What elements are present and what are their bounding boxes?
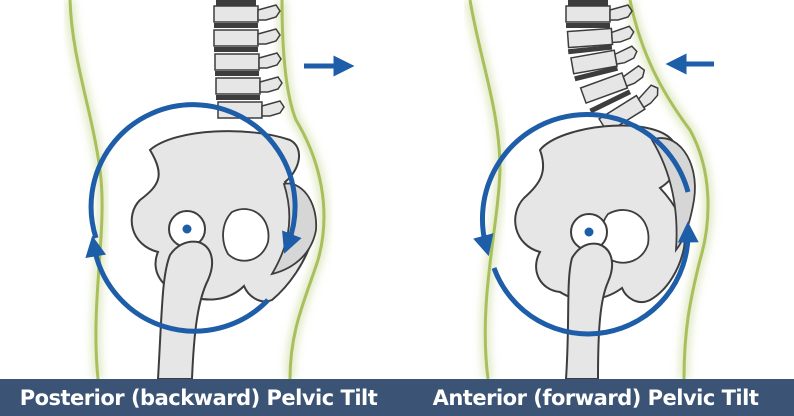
lumbar-spine-left <box>213 0 285 119</box>
counterclockwise-circular-arrow-icon <box>473 111 691 257</box>
pelvis-left <box>130 130 317 379</box>
posterior-tilt-caption: Posterior (backward) Pelvic Tilt <box>19 385 378 410</box>
posterior-tilt-figure <box>65 0 355 379</box>
caption-bar: Posterior (backward) Pelvic Tilt Anterio… <box>0 379 794 416</box>
return-arc-right <box>491 221 699 337</box>
anterior-tilt-caption: Anterior (forward) Pelvic Tilt <box>432 385 759 410</box>
clockwise-circular-arrow-icon <box>88 102 302 254</box>
anterior-tilt-figure <box>465 0 714 379</box>
pelvis-right <box>514 124 696 379</box>
lumbar-spine-right <box>565 0 665 134</box>
pelvic-tilt-artwork <box>65 0 714 379</box>
return-arc-left <box>85 235 270 334</box>
body-silhouette-right <box>465 0 714 379</box>
